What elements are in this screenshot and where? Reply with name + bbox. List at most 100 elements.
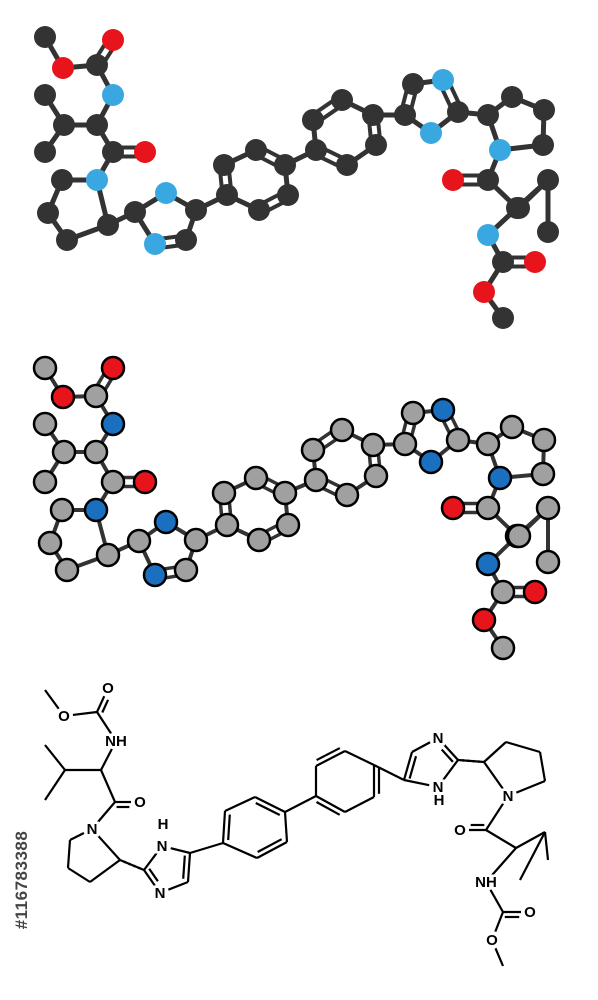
oxygen-label: O <box>486 932 498 949</box>
nitrogen-atom <box>475 551 501 577</box>
carbon-atom <box>492 251 514 273</box>
carbon-atom <box>185 199 207 221</box>
nitrogen-label: NH <box>475 874 497 891</box>
ball-and-stick-model-dark <box>34 26 559 329</box>
skeletal-bond <box>515 779 546 794</box>
carbon-atom <box>501 86 523 108</box>
skeletal-bond <box>254 796 286 813</box>
skeletal-bond <box>494 911 505 933</box>
carbon-atom <box>53 114 75 136</box>
oxygen-atom <box>134 141 156 163</box>
carbon-atom <box>34 141 56 163</box>
carbon-atom <box>400 400 426 426</box>
nitrogen-atom <box>418 449 444 475</box>
skeletal-bond <box>485 829 517 849</box>
skeletal-bond <box>224 796 256 812</box>
carbon-atom <box>56 229 78 251</box>
carbon-atom <box>37 202 59 224</box>
nitrogen-label: NH <box>105 733 127 750</box>
skeletal-bond <box>256 841 288 859</box>
carbon-atom <box>362 104 384 126</box>
stereo-hash <box>477 760 481 763</box>
carbon-atom <box>32 411 58 437</box>
skeletal-bond <box>411 741 431 753</box>
nitrogen-atom <box>477 224 499 246</box>
hydrogen-label: H <box>434 792 445 809</box>
skeletal-bond <box>69 832 85 841</box>
skeletal-bond <box>100 748 113 771</box>
carbon-atom <box>537 169 559 191</box>
carbon-atom <box>54 557 80 583</box>
skeletal-double-bond <box>101 699 110 713</box>
nitrogen-label: N <box>433 730 444 747</box>
skeletal-bond <box>66 839 72 869</box>
skeletal-bond <box>315 795 346 813</box>
skeletal-bond <box>344 750 375 766</box>
oxygen-atom <box>440 495 466 521</box>
carbon-atom <box>475 431 501 457</box>
skeletal-bond <box>44 689 60 710</box>
skeletal-bond <box>315 750 346 767</box>
oxygen-atom <box>473 281 495 303</box>
carbon-atom <box>49 497 75 523</box>
skeletal-bond <box>72 710 98 717</box>
carbon-atom <box>490 579 516 605</box>
skeletal-bond <box>505 740 541 754</box>
oxygen-label: O <box>134 794 146 811</box>
carbon-atom <box>477 104 499 126</box>
carbon-atom <box>243 465 269 491</box>
carbon-atom <box>300 437 326 463</box>
stereo-hash <box>128 862 131 866</box>
skeletal-bond <box>373 764 405 781</box>
nitrogen-atom <box>430 397 456 423</box>
skeletal-double-bond <box>182 855 186 879</box>
nitrogen-atom <box>489 139 511 161</box>
carbon-atom <box>245 139 267 161</box>
skeletal-bond <box>89 859 121 883</box>
skeletal-bond <box>284 795 317 813</box>
carbon-atom <box>365 134 387 156</box>
carbon-atom <box>360 432 386 458</box>
carbon-atom <box>392 431 418 457</box>
skeletal-bond <box>457 758 485 764</box>
skeletal-bond <box>97 834 121 861</box>
oxygen-atom <box>50 384 76 410</box>
oxygen-atom <box>132 469 158 495</box>
skeletal-bond <box>344 796 375 813</box>
carbon-atom <box>508 197 530 219</box>
skeletal-bond <box>99 769 117 803</box>
hydrogen-label: H <box>158 816 169 833</box>
skeletal-bond <box>189 841 224 855</box>
carbon-atom <box>499 414 525 440</box>
carbon-atom <box>211 480 237 506</box>
skeletal-bond <box>143 869 156 887</box>
carbon-atom <box>86 114 108 136</box>
skeletal-bond <box>483 761 504 790</box>
skeletal-double-bond <box>257 838 283 853</box>
nitrogen-atom <box>155 182 177 204</box>
nitrogen-atom <box>420 122 442 144</box>
skeletal-bond <box>44 769 66 801</box>
carbon-atom <box>274 154 296 176</box>
carbon-atom <box>490 635 516 661</box>
skeletal-bond <box>403 778 430 787</box>
skeletal-bond <box>96 711 112 735</box>
carbon-atom <box>216 184 238 206</box>
oxygen-label: O <box>58 708 70 725</box>
skeletal-bond <box>538 751 547 782</box>
nitrogen-atom <box>487 465 513 491</box>
nitrogen-atom <box>86 169 108 191</box>
carbon-atom <box>477 169 499 191</box>
skeletal-bond <box>489 889 504 913</box>
carbon-atom <box>363 463 389 489</box>
carbon-atom <box>331 89 353 111</box>
stock-id-watermark: #116783388 <box>10 770 34 990</box>
oxygen-atom <box>102 29 124 51</box>
carbon-atom <box>246 527 272 553</box>
skeletal-bond <box>494 947 505 967</box>
skeletal-bond <box>491 847 517 876</box>
carbon-atom <box>248 199 270 221</box>
carbon-atom <box>535 495 561 521</box>
carbon-atom <box>272 480 298 506</box>
